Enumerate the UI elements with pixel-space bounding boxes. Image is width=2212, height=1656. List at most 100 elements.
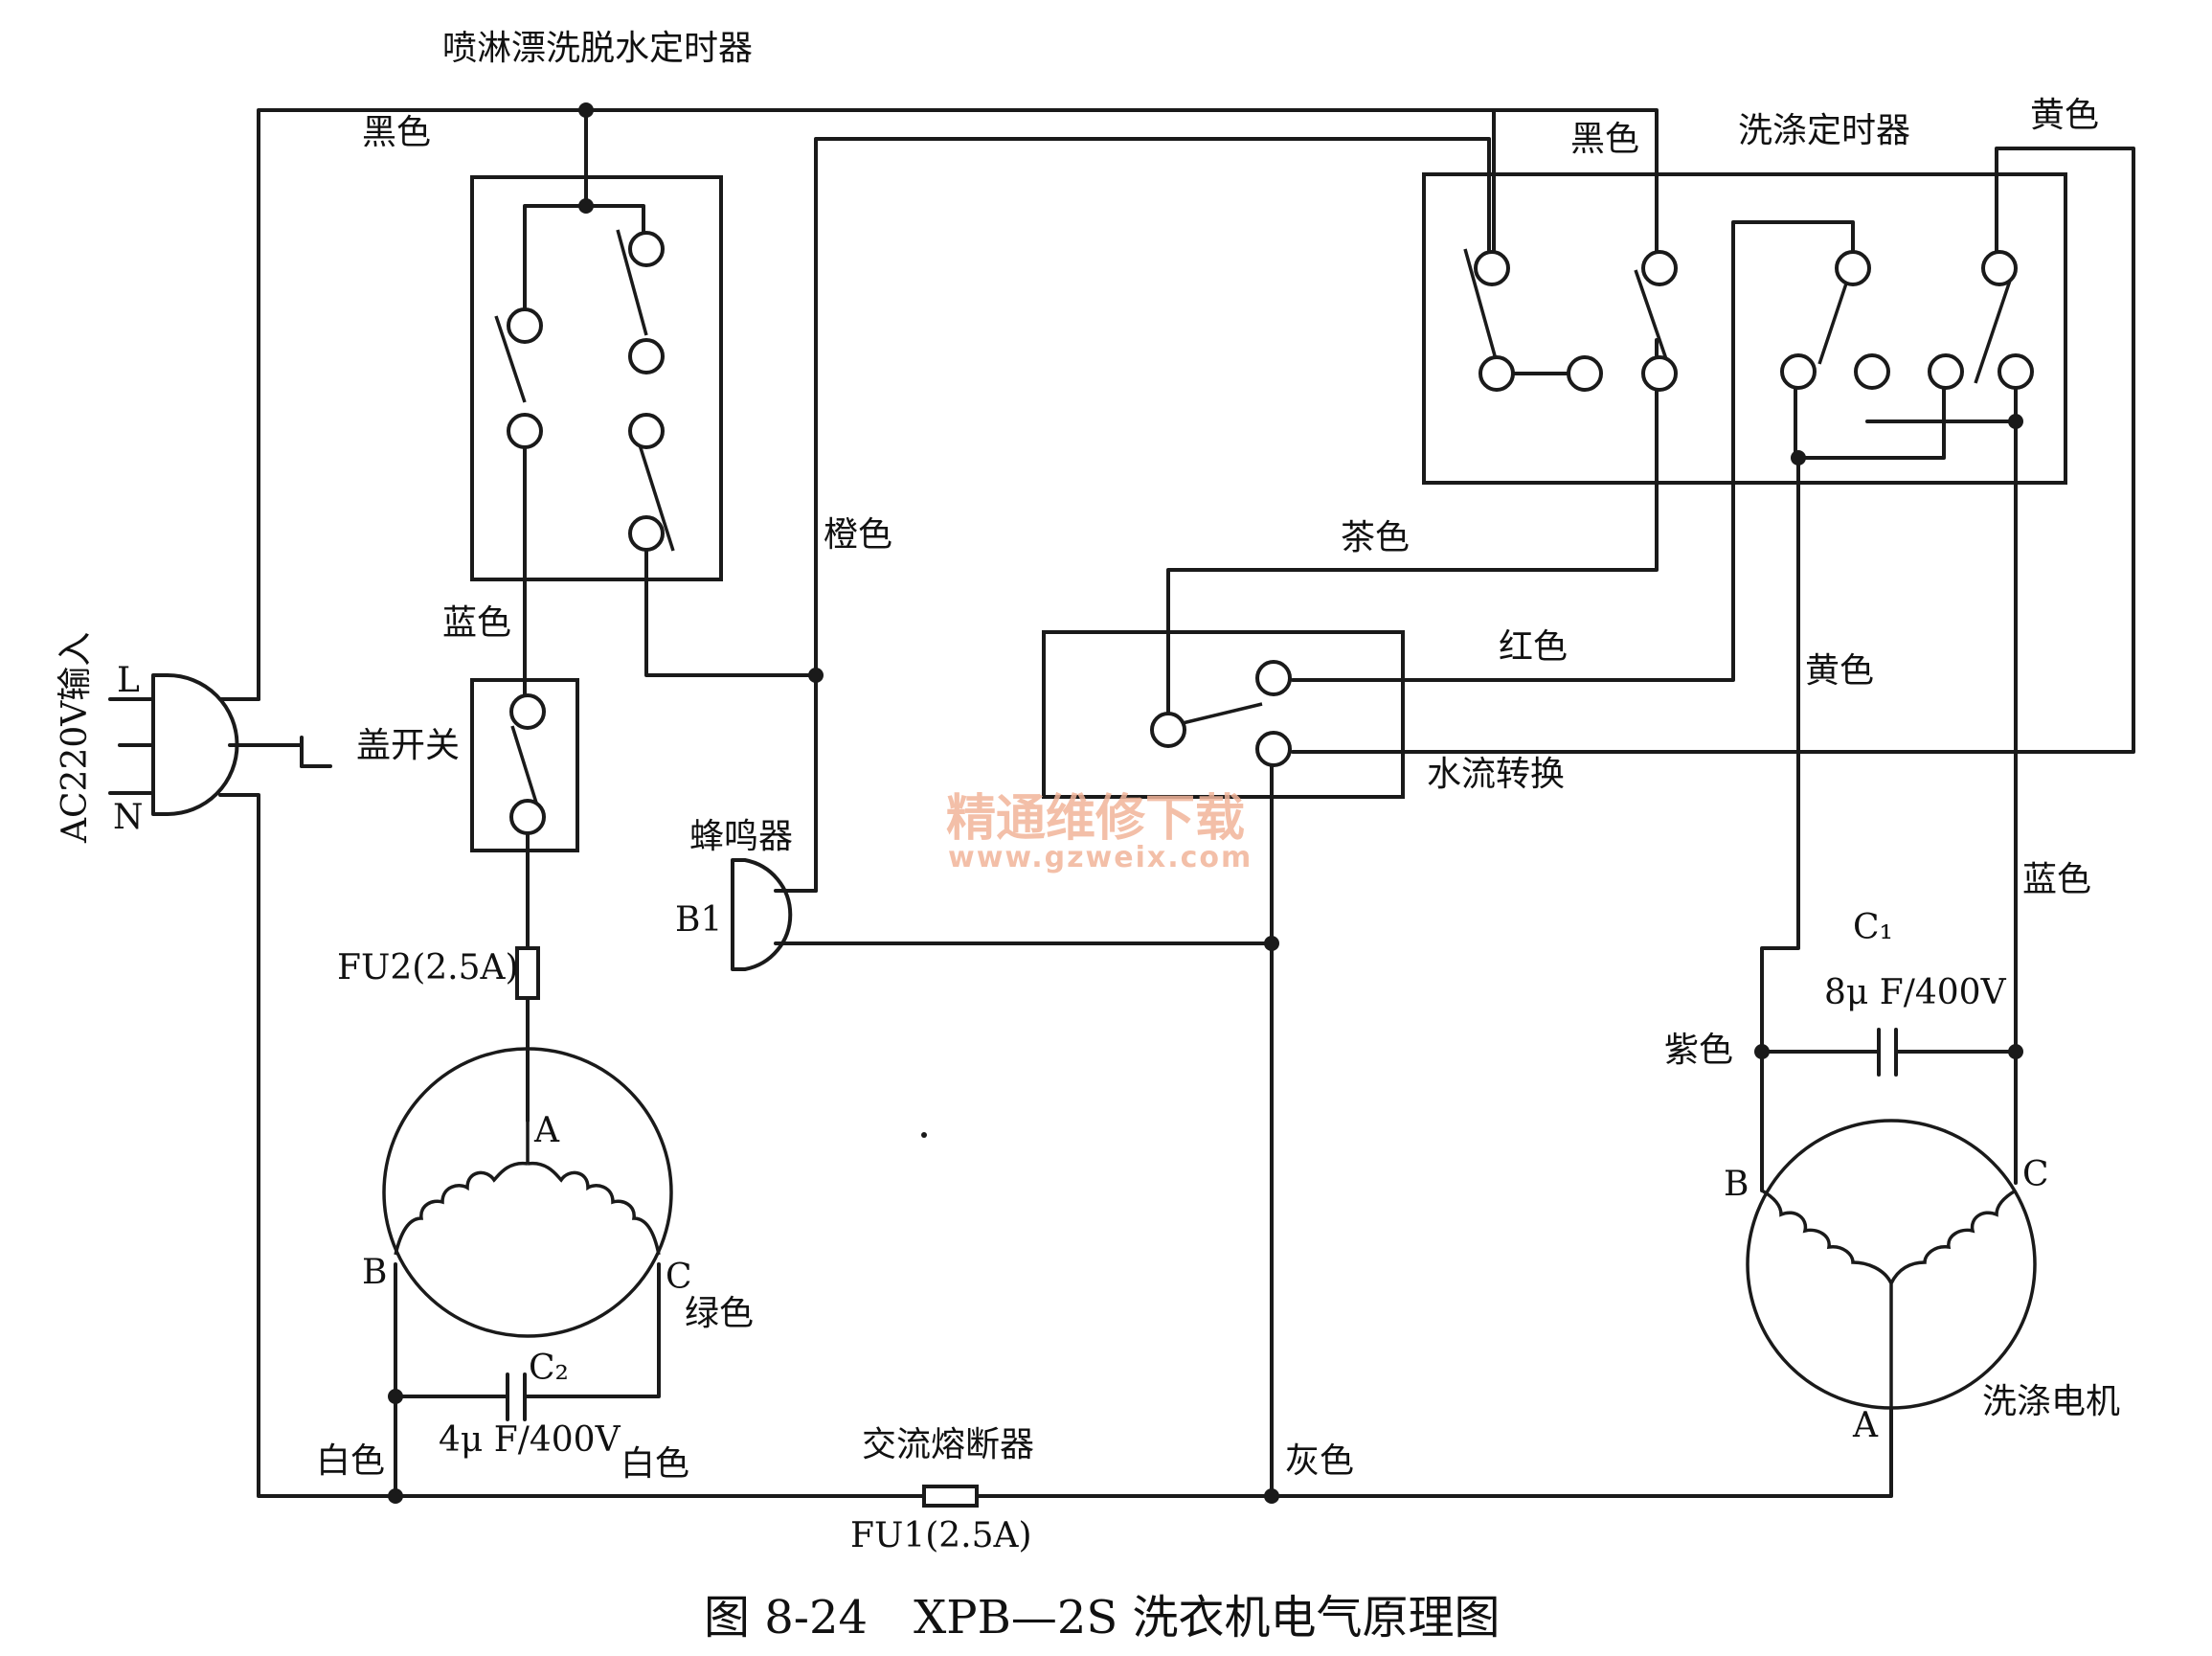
lid-switch-box (470, 678, 579, 852)
wash-terminal (1478, 355, 1515, 392)
buzzer-symbol (731, 858, 793, 971)
water-switch-terminal (1255, 660, 1292, 696)
spin-terminal (628, 231, 665, 267)
spin-motor-circle (382, 1047, 673, 1338)
water-flow-switch (1042, 630, 1405, 799)
wires (218, 108, 2135, 1498)
junction-dot (388, 1488, 403, 1504)
wash-terminal (1567, 355, 1603, 392)
wire-wt-link2 (1794, 367, 1946, 460)
label-water-switch: 水流转换 (1427, 755, 1565, 794)
figure-caption: 图 8-24 XPB—2S 洗衣机电气原理图 (704, 1591, 1501, 1645)
wash-motor (1746, 1119, 2037, 1410)
label-plug-l: L (117, 661, 140, 700)
power-plug (108, 673, 332, 816)
wash-terminal (1780, 353, 1817, 390)
wash-terminal (1641, 355, 1678, 392)
wash-terminal (1854, 353, 1890, 390)
junction-dot (2008, 1044, 2023, 1059)
water-switch-contact (1182, 702, 1263, 725)
capacitor-c1 (1877, 1028, 1898, 1077)
label-wash-motor-b: B (1724, 1165, 1749, 1204)
label-c2: C₂ (529, 1349, 569, 1388)
lid-switch-contact (510, 725, 538, 804)
wire-spin-orange (644, 530, 818, 677)
spin-contact-3 (635, 435, 675, 552)
spin-terminal (628, 338, 665, 374)
lid-switch-terminal (509, 693, 546, 730)
plug-ground (228, 743, 332, 768)
label-c1: C₁ (1853, 908, 1893, 947)
fuse-fu2 (515, 946, 540, 1000)
label-wire-blue-1: 蓝色 (442, 603, 511, 643)
label-wire-purple: 紫色 (1664, 1031, 1733, 1070)
spin-terminal (507, 413, 543, 449)
junction-dot (1264, 1488, 1279, 1504)
wire-spin-feed (523, 108, 588, 318)
wire-orange (814, 137, 1491, 893)
water-switch-box (1042, 630, 1405, 799)
label-wire-orange: 橙色 (824, 515, 892, 555)
label-wire-white-2: 白色 (621, 1444, 689, 1484)
label-buzzer-ref: B1 (675, 900, 722, 940)
wire-brown (1166, 338, 1659, 720)
wash-contact-3 (1817, 277, 1850, 365)
wire-c2-cap-right (523, 1262, 661, 1398)
label-wire-black-1: 黑色 (362, 113, 431, 152)
wire-bottom-rail (975, 1406, 1893, 1498)
junction-dot (808, 668, 824, 683)
label-wash-motor-c: C (2022, 1155, 2049, 1194)
label-c2-value: 4μ F/400V (439, 1420, 621, 1460)
fuse-fu1 (922, 1485, 979, 1508)
water-switch-terminal (1150, 712, 1186, 748)
label-spin-motor-b: B (362, 1253, 387, 1292)
wire-top-black (257, 108, 1659, 701)
junction-dot (2008, 414, 2023, 429)
label-plug-n: N (113, 798, 144, 837)
label-lid-switch: 盖开关 (356, 726, 460, 765)
capacitor-c2 (506, 1372, 527, 1421)
label-wash-motor-a: A (1852, 1406, 1879, 1445)
junction-dot (1754, 1044, 1770, 1059)
label-wash-motor: 洗涤电机 (1982, 1382, 2120, 1421)
wire-red (1291, 220, 1855, 682)
wash-terminal (1998, 353, 2034, 390)
labels: 喷淋漂洗脱水定时器 洗涤定时器 盖开关 水流转换 蜂鸣器 B1 AC220V输入… (56, 29, 2120, 1645)
wash-contact-1 (1463, 248, 1498, 360)
label-c1-value: 8μ F/400V (1824, 973, 2007, 1012)
wash-contact-2 (1634, 269, 1668, 360)
watermark-url: www.gzweix.com (948, 841, 1253, 874)
label-wire-black-2: 黑色 (1570, 120, 1639, 159)
junction-dot (1264, 936, 1279, 951)
junctions (388, 102, 2023, 1504)
spin-timer (470, 175, 723, 581)
label-wire-yellow-1: 黄色 (2030, 96, 2099, 135)
spin-terminal (628, 515, 665, 552)
junction-dot (578, 102, 594, 118)
label-buzzer: 蜂鸣器 (689, 817, 793, 856)
label-wire-green: 绿色 (685, 1294, 754, 1333)
wash-terminal (1474, 250, 1510, 286)
lid-switch-terminal (509, 799, 546, 835)
watermark-text: 精通维修下载 (946, 790, 1245, 848)
plug-body (151, 673, 239, 816)
junction-dot (921, 1132, 927, 1138)
label-wire-red: 红色 (1499, 627, 1568, 667)
wire-yellow-motor (1760, 456, 1800, 1185)
label-wire-white-1: 白色 (316, 1441, 385, 1481)
spin-timer-box (470, 175, 723, 581)
wire-yellow-right (1291, 147, 2135, 754)
spin-contact-1 (494, 315, 527, 403)
spin-motor-winding (394, 1121, 661, 1256)
label-spin-timer: 喷淋漂洗脱水定时器 (442, 29, 753, 68)
wire-plug-n (218, 793, 926, 1498)
label-spin-motor-c: C (666, 1258, 692, 1297)
label-fuse1-title: 交流熔断器 (862, 1425, 1034, 1464)
wash-terminal (1981, 250, 2018, 286)
wash-terminal (1928, 353, 1964, 390)
water-switch-terminal (1255, 731, 1292, 767)
spin-contact-2 (616, 229, 648, 336)
wash-terminal (1835, 250, 1871, 286)
junction-dot (578, 198, 594, 214)
